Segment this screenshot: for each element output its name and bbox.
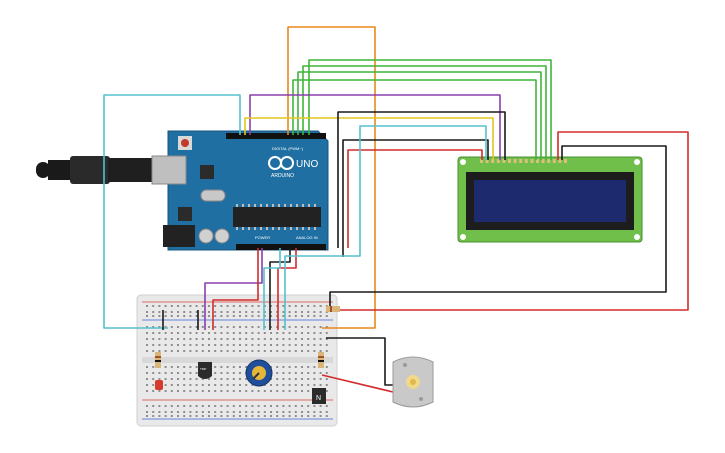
wire-purple-bottom [204, 248, 263, 330]
wire-red-3 [212, 248, 259, 330]
digital-header [226, 133, 326, 139]
usb-cable [36, 155, 187, 185]
wire-red-1 [340, 131, 689, 311]
transistor-label: N [316, 395, 321, 402]
wire-red-2 [347, 149, 483, 248]
lcd-screen [474, 180, 626, 222]
led-red [155, 380, 163, 390]
wire-red-5 [321, 374, 394, 393]
wire-orange [287, 26, 376, 329]
wire-black-1 [337, 111, 506, 248]
power-header [236, 244, 288, 250]
model-label: UNO [296, 159, 318, 170]
wire-black-2 [342, 139, 489, 257]
wire-yellow [244, 117, 494, 160]
npn-transistor: N [312, 388, 326, 404]
wire-black-3 [329, 145, 667, 310]
resistor-3 [326, 306, 340, 312]
analog-label: ANALOG IN [296, 235, 318, 240]
arduino-logo [268, 156, 294, 170]
brand-label: ARDUINO [271, 173, 294, 179]
digital-label: DIGITAL (PWM~) [272, 146, 304, 151]
wire-black-5 [326, 337, 393, 386]
wire-cyan-short [263, 248, 281, 330]
wire-green-2 [297, 71, 542, 160]
wire-green-3 [302, 65, 547, 160]
temperature-sensor: TMP [198, 362, 212, 379]
power-label: POWER [255, 235, 270, 240]
wire-green-4 [308, 59, 552, 160]
sensor-label: TMP [200, 367, 206, 371]
resistor-1 [155, 352, 161, 368]
lcd-16x2[interactable] [457, 156, 643, 243]
analog-header [288, 244, 326, 250]
breadboard[interactable] [136, 294, 338, 427]
arduino-uno-board[interactable]: UNO ARDUINO DIGITAL (PWM~) POWER ANALOG … [36, 130, 329, 251]
dc-motor[interactable] [392, 356, 434, 408]
atmega-chip [233, 207, 321, 227]
wire-cyan [103, 94, 241, 329]
wire-lightblue [284, 125, 487, 330]
wire-purple-top [249, 94, 501, 160]
wire-green-1 [292, 79, 537, 160]
wires [103, 26, 689, 393]
power-jack [163, 225, 195, 247]
potentiometer[interactable] [245, 359, 273, 387]
resistor-2 [318, 352, 324, 368]
wire-red-4 [277, 248, 297, 330]
